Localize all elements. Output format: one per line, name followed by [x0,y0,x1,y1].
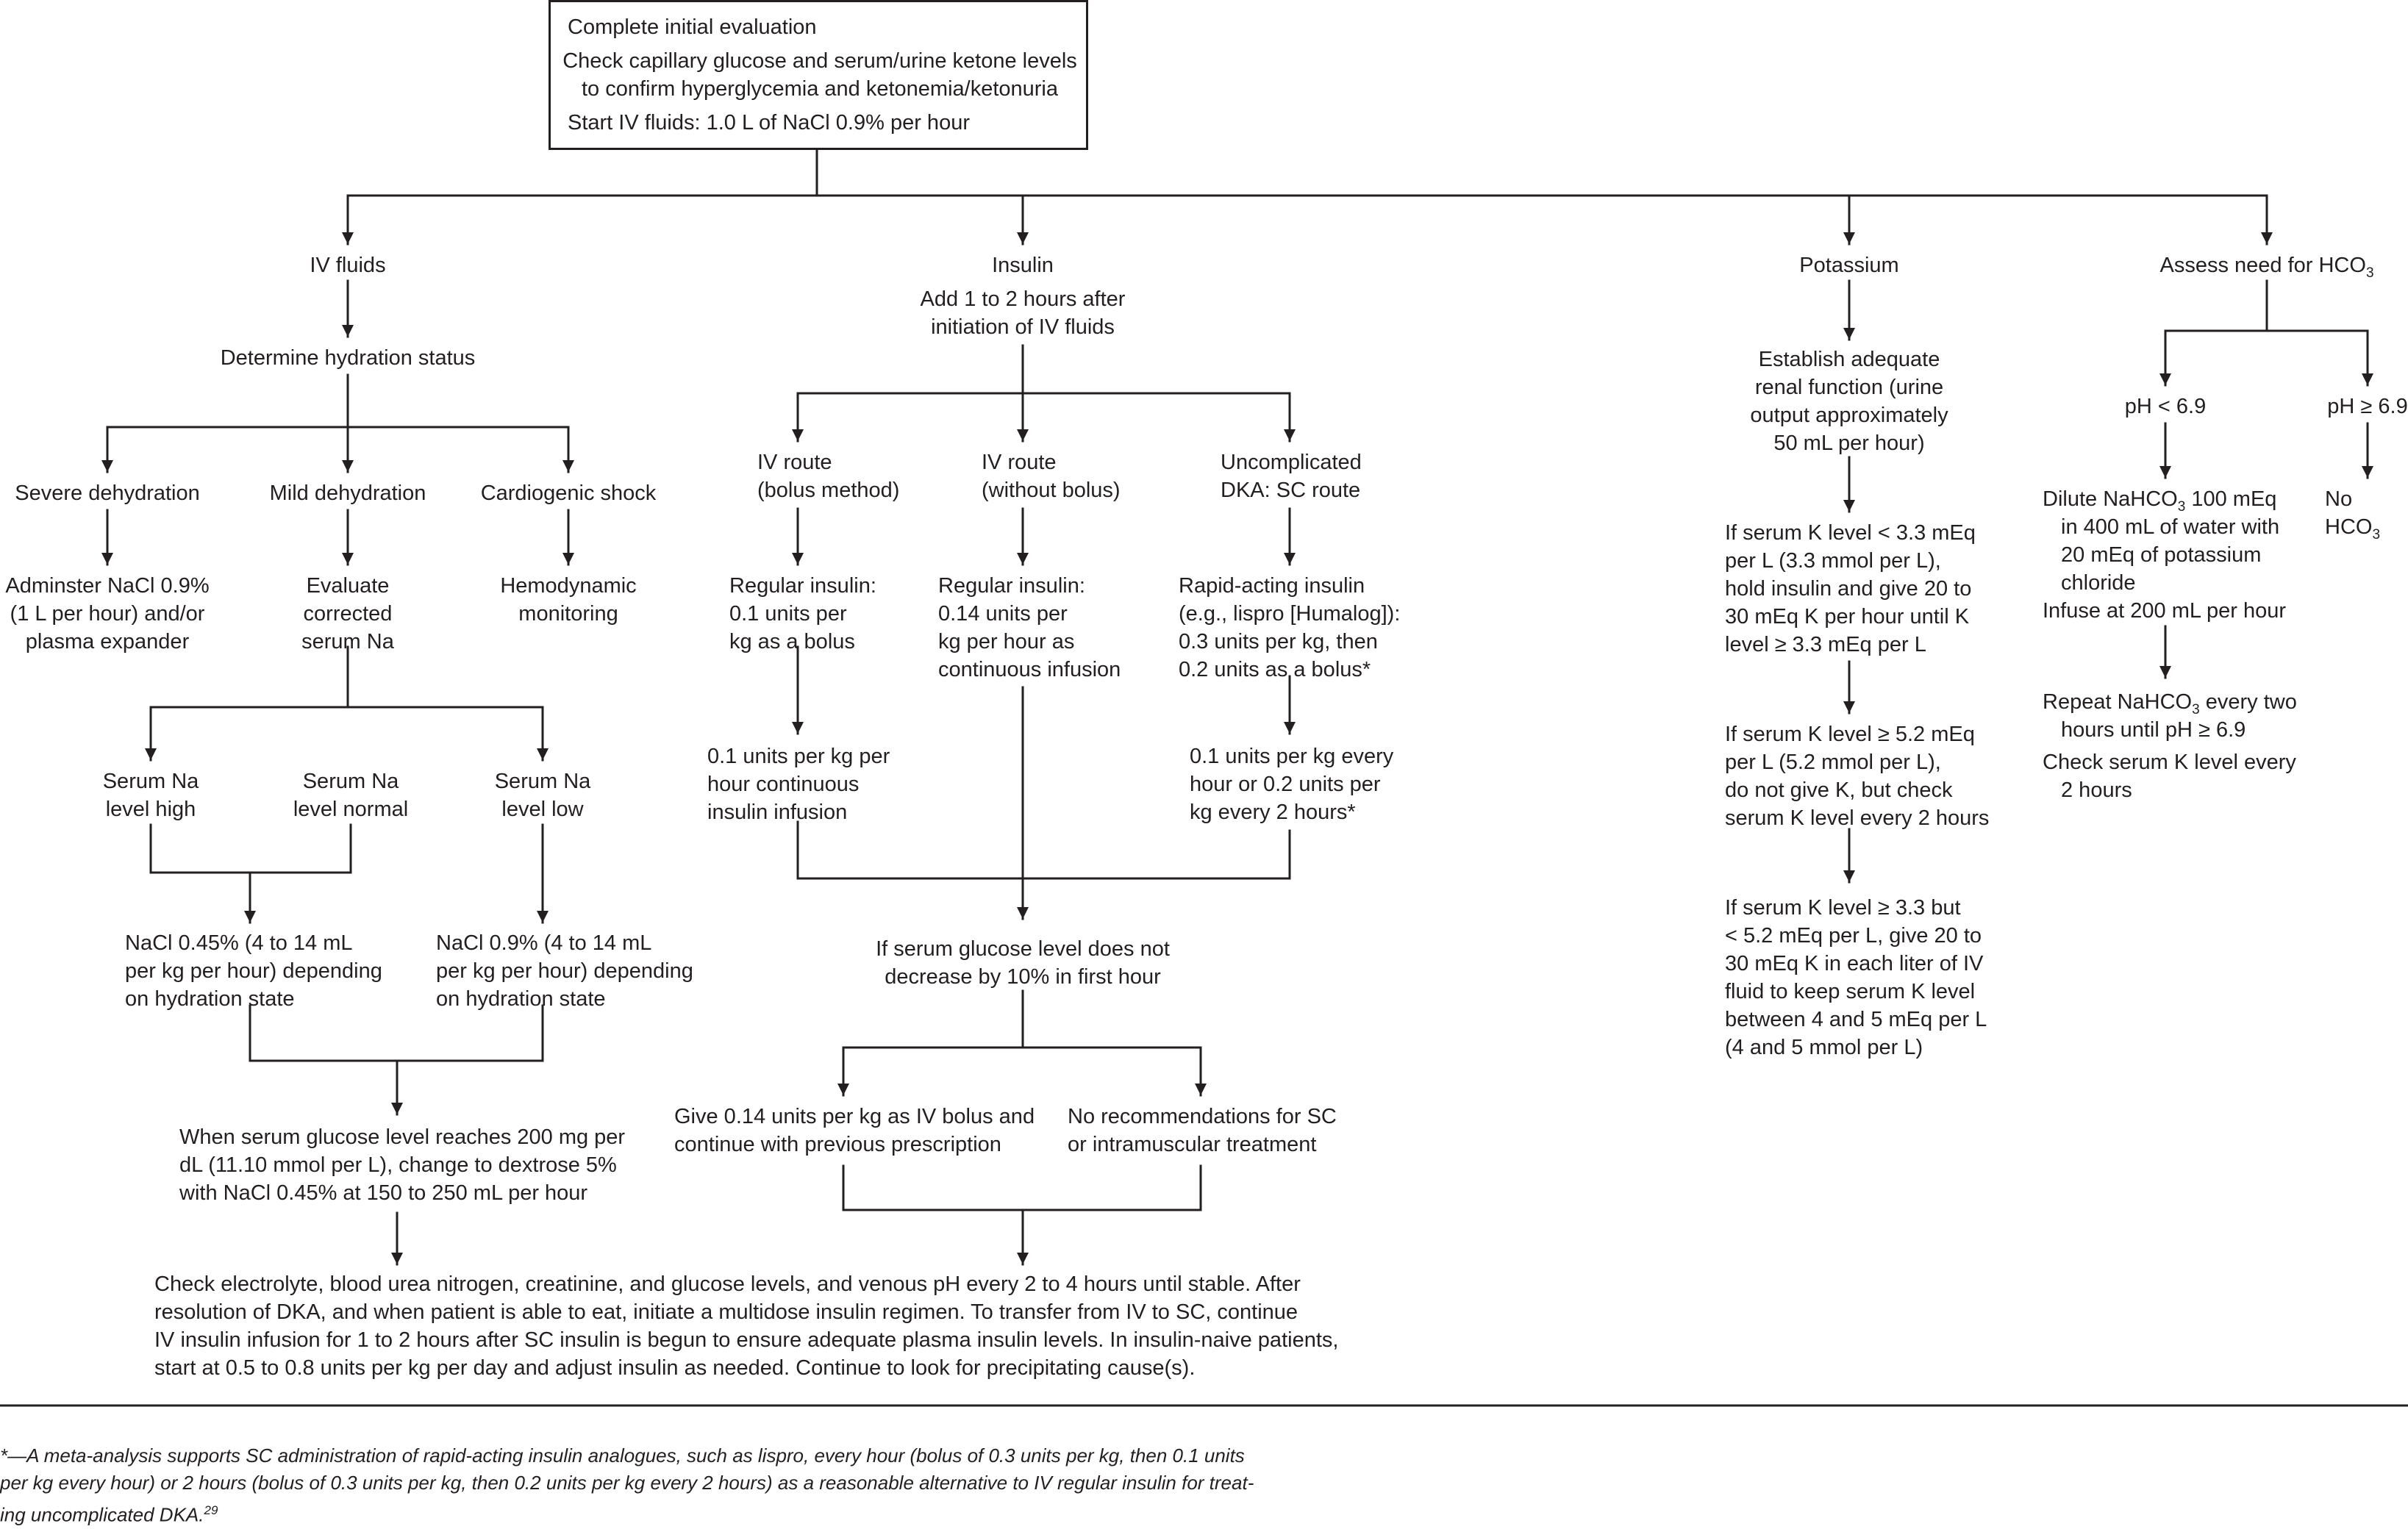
glucose-not-decrease-node: If serum glucose level does not decrease… [876,937,1170,989]
repeat-until-ph-node: hours until pH ≥ 6.9 [2061,718,2246,742]
evaluate-serum-na-node: Evaluate corrected serum Na [301,574,394,654]
serum-na-normal-node: Serum Na level normal [293,770,409,821]
rapid-acting-insulin-node: Rapid-acting insulin (e.g., lispro [Huma… [1179,574,1401,681]
potassium-high-node: If serum K level ≥ 5.2 mEq per L (5.2 mm… [1725,723,1990,830]
nacl-09-node: NaCl 0.9% (4 to 14 mL per kg per hour) d… [436,931,693,1011]
serum-na-high-node: Serum Na level high [102,770,199,821]
hemodynamic-monitoring-node: Hemodynamic monitoring [500,574,637,626]
iv-route-bolus-node: IV route (bolus method) [757,451,900,502]
check-serum-k-node: Check serum K level every 2 hours [2043,751,2296,802]
nacl-045-node: NaCl 0.45% (4 to 14 mL per kg per hour) … [125,931,382,1011]
cardiogenic-shock-node: Cardiogenic shock [480,481,657,505]
potassium-heading: Potassium [1799,254,1899,277]
sc-route-node: Uncomplicated DKA: SC route [1221,451,1362,502]
dilute-nahco3-node: Dilute NaHCO3 100 mEq [2043,487,2277,515]
mild-dehydration-node: Mild dehydration [269,481,426,505]
renal-function-node: Establish adequate renal function (urine… [1750,348,1948,455]
serum-na-low-node: Serum Na level low [494,770,591,821]
no-hco3-node: No HCO3 [2325,487,2381,543]
initial-evaluation-box [549,0,1088,150]
regular-insulin-bolus-node: Regular insulin: 0.1 units per kg as a b… [729,574,876,654]
initial-evaluation-text: Complete initial evaluation [568,15,817,39]
confirm-hyperglycemia-text: Check capillary glucose and serum/urine … [562,49,1077,101]
regular-insulin-continuous-node: Regular insulin: 0.14 units per kg per h… [938,574,1121,681]
severe-dehydration-node: Severe dehydration [15,481,200,505]
iv-route-no-bolus-node: IV route (without bolus) [982,451,1121,502]
potassium-mid-node: If serum K level ≥ 3.3 but < 5.2 mEq per… [1725,896,1987,1059]
infuse-rate-node: Infuse at 200 mL per hour [2043,599,2287,623]
hco3-heading: Assess need for HCO3 [2159,254,2374,281]
give-bolus-node: Give 0.14 units per kg as IV bolus and c… [674,1105,1035,1156]
severe-dehydration-action: Adminster NaCl 0.9% (1 L per hour) and/o… [5,574,210,654]
hydration-status-node: Determine hydration status [220,346,476,370]
start-iv-fluids-text: Start IV fluids: 1.0 L of NaCl 0.9% per … [568,111,970,135]
glucose-200-node: When serum glucose level reaches 200 mg … [179,1125,626,1205]
dilute-nahco3-details: in 400 mL of water with 20 mEq of potass… [2061,515,2280,595]
monitoring-instructions-node: Check electrolyte, blood urea nitrogen, … [154,1272,1339,1380]
iv-fluids-heading: IV fluids [310,254,386,277]
potassium-low-node: If serum K level < 3.3 mEq per L (3.3 mm… [1725,521,1976,656]
repeat-nahco3-node: Repeat NaHCO3 every two [2043,690,2297,717]
sc-every-hour-node: 0.1 units per kg every hour or 0.2 units… [1190,745,1394,824]
insulin-heading: Insulin [992,254,1054,277]
no-recommendation-node: No recommendations for SC or intramuscul… [1068,1105,1337,1156]
continuous-infusion-node: 0.1 units per kg per hour continuous ins… [707,745,890,824]
footnote: *—A meta-analysis supports SC administra… [0,1444,1254,1526]
ph-low-node: pH < 6.9 [2124,395,2207,418]
insulin-timing-node: Add 1 to 2 hours after initiation of IV … [920,287,1126,339]
ph-high-node: pH ≥ 6.9 [2327,395,2408,418]
